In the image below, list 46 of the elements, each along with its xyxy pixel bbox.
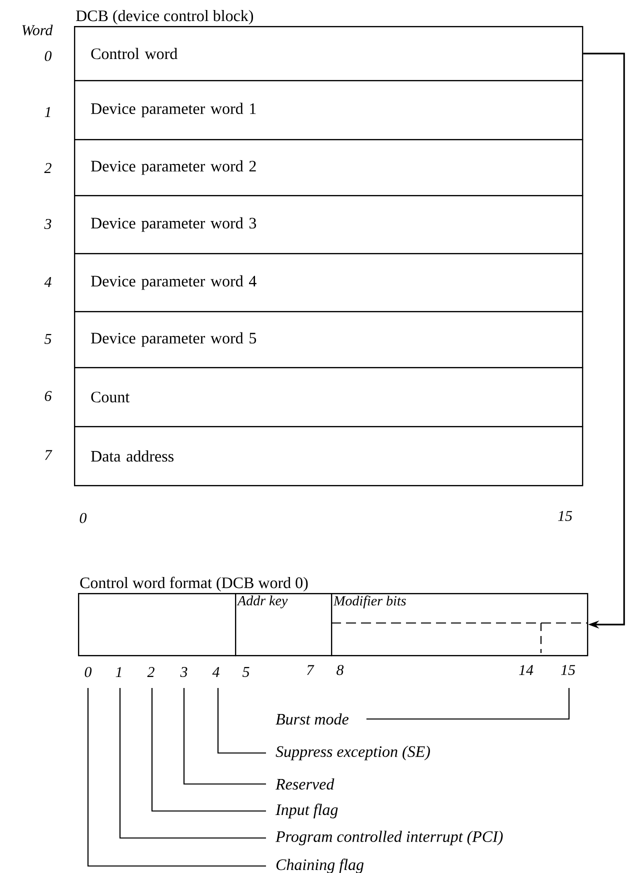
arrow [583, 52, 625, 629]
table-row: Count [74, 367, 584, 428]
bit-description: Suppress exception (SE) [276, 746, 430, 760]
table-row: Device parameter word 4 [74, 253, 584, 312]
bit-field [78, 593, 236, 656]
bit-description: Chaining flag [276, 858, 364, 873]
bit-number: 5 [242, 667, 250, 677]
word-number: 4 [44, 277, 52, 287]
bit-number: 3 [180, 666, 188, 678]
table-row: Device parameter word 3 [74, 195, 584, 254]
bit-description: Program controlled interrupt (PCI) [275, 830, 503, 846]
leader-line [151, 688, 266, 812]
word-number: 5 [44, 334, 52, 344]
table-row: Control word [74, 26, 584, 82]
table-row: Data address [74, 426, 584, 486]
table-row: Device parameter word 1 [74, 80, 584, 140]
leader-line [217, 688, 266, 754]
word-number: 0 [44, 50, 52, 62]
word-number: 6 [44, 390, 52, 402]
bit-description: Input flag [276, 804, 338, 818]
bit-number: 0 [84, 666, 92, 678]
bit-description: Reserved [275, 778, 334, 790]
table-row: Device parameter word 2 [74, 139, 584, 196]
word-number: 2 [44, 163, 52, 173]
leader-line [366, 688, 570, 720]
bit-number: 2 [147, 667, 154, 677]
bit-number: 1 [116, 667, 122, 677]
bit-number: 15 [561, 665, 576, 676]
leader-line [183, 688, 266, 785]
node-label: DCB (device control block) [76, 10, 254, 24]
leader-line [119, 688, 266, 839]
bit-number: 15 [558, 511, 572, 522]
bit-number: 8 [336, 664, 344, 676]
table-row: Device parameter word 5 [74, 311, 584, 368]
node-label: Control word format (DCB word 0) [80, 576, 308, 592]
word-number: 7 [45, 450, 52, 460]
bit-number: 7 [307, 665, 314, 675]
bit-number: 4 [212, 667, 220, 677]
word-heading: Word [22, 24, 53, 36]
bit-field: Addr key [235, 593, 332, 656]
leader-line [87, 688, 266, 867]
word-number: 1 [44, 107, 50, 117]
bit-field: Modifier bits [331, 593, 588, 656]
bit-description: Burst mode [276, 713, 349, 725]
bit-number: 0 [80, 512, 87, 524]
word-number: 3 [44, 218, 52, 230]
